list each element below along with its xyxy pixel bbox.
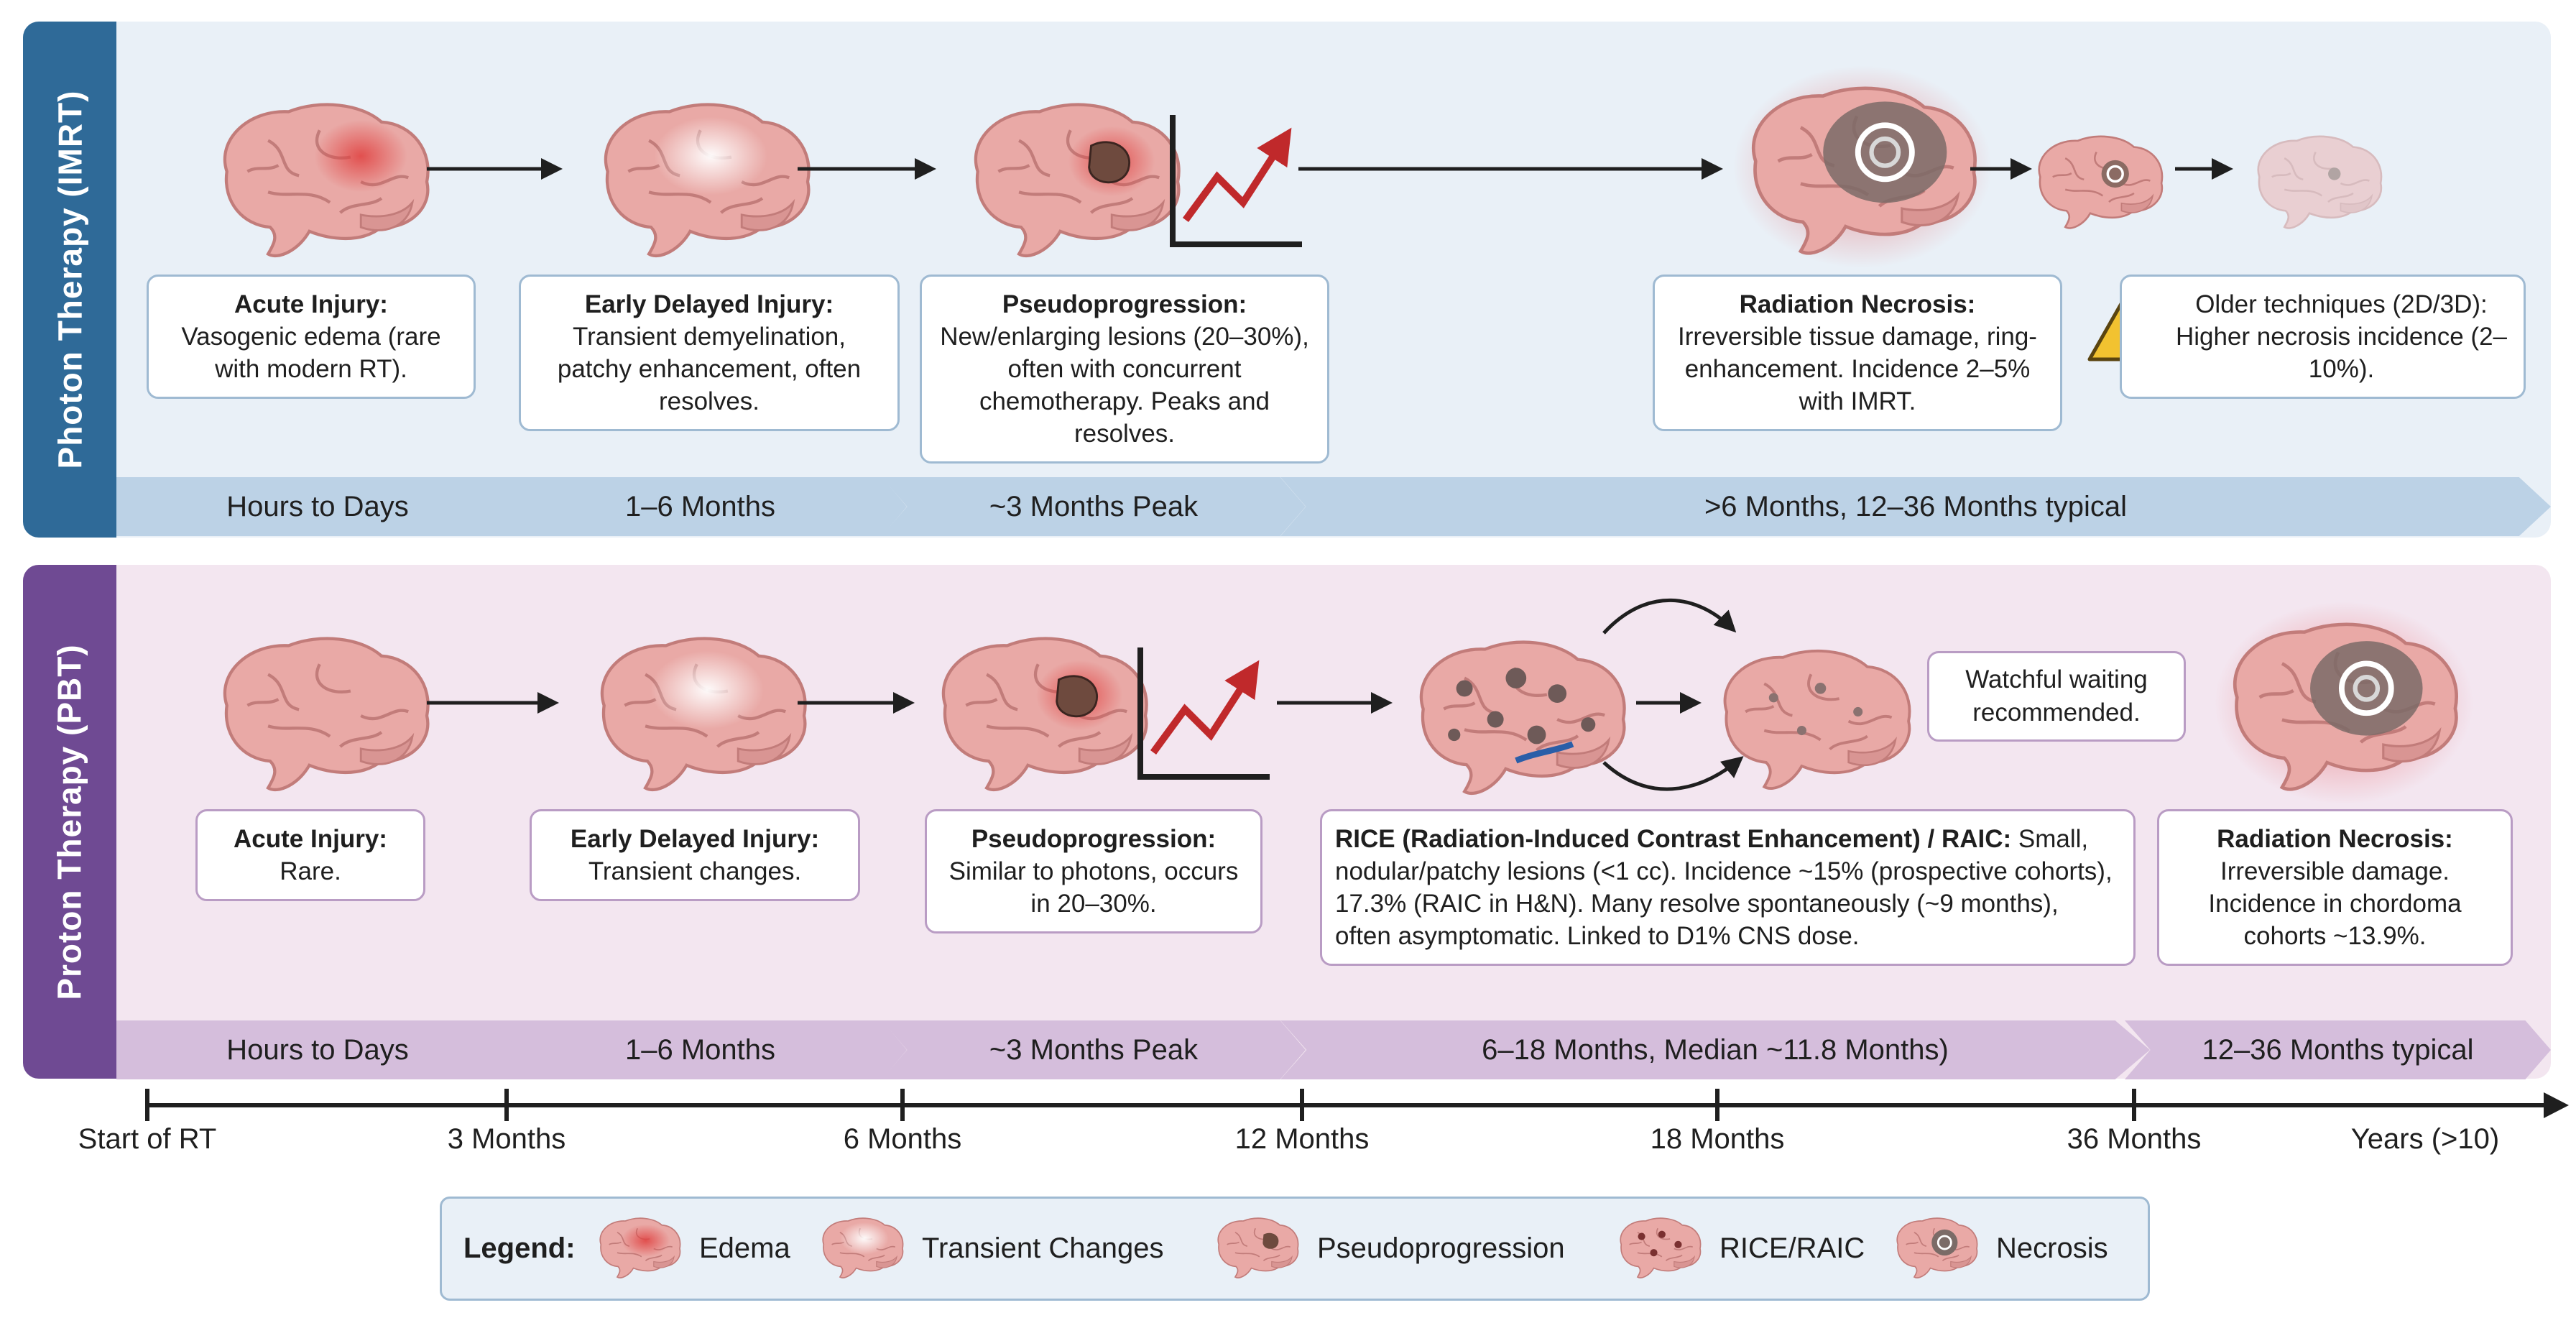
- photon-faded-brain: [2257, 135, 2383, 229]
- legend: Legend: Edema Transient Changes Pseudopr…: [440, 1197, 2150, 1301]
- proton-necrosis-brain: [2215, 601, 2473, 805]
- proton-arrow-down: [1602, 756, 1744, 791]
- legend-rice-label: RICE/RAIC: [1719, 1232, 1865, 1264]
- proton-transient-brain: [583, 619, 821, 813]
- photon-pseudo-title: Pseudoprogression:: [1002, 290, 1247, 318]
- legend-item-necrosis: Necrosis: [1890, 1199, 2108, 1299]
- proton-stage-5-label: 12–36 Months typical: [2202, 1033, 2474, 1066]
- legend-edema-icon: [599, 1217, 681, 1278]
- tick-label-36m: 36 Months: [2067, 1123, 2202, 1155]
- tick-label-12m: 12 Months: [1234, 1123, 1370, 1155]
- watchful-waiting-text: Watchful waiting recommended.: [1965, 665, 2148, 727]
- proton-early-title: Early Delayed Injury:: [570, 825, 820, 853]
- tick-label-start: Start of RT: [78, 1123, 217, 1155]
- proton-acute-title: Acute Injury:: [234, 825, 387, 853]
- photon-stage-2: 1–6 Months: [494, 477, 907, 536]
- proton-trend-icon: [1137, 647, 1270, 780]
- tick-label-18m: 18 Months: [1650, 1123, 1785, 1155]
- proton-stage-1-label: Hours to Days: [226, 1033, 409, 1066]
- legend-rice-icon: [1620, 1217, 1702, 1278]
- tick-label-6m: 6 Months: [843, 1123, 962, 1155]
- photon-early-text: Transient demyelination, patchy enhancem…: [557, 323, 862, 415]
- photon-stage-2-label: 1–6 Months: [624, 490, 776, 522]
- proton-stage-3: ~3 Months Peak: [882, 1020, 1306, 1079]
- proton-pseudo-text: Similar to photons, occurs in 20–30%.: [948, 857, 1239, 918]
- proton-stage-3-label: ~3 Months Peak: [989, 1033, 1199, 1066]
- photon-pseudo-brain: [957, 85, 1194, 279]
- photon-stage-4: >6 Months, 12–36 Months typical: [1280, 477, 2551, 536]
- timeline-arrowhead: [2544, 1092, 2569, 1118]
- legend-item-pseudo: Pseudoprogression: [1211, 1199, 1565, 1299]
- proton-stage-4-label: 6–18 Months, Median ~11.8 Months): [1482, 1033, 1949, 1066]
- proton-rice-brain: [1403, 622, 1640, 816]
- photon-stage-1: Hours to Days: [116, 477, 519, 536]
- legend-title: Legend:: [463, 1232, 576, 1264]
- photon-flow-arrows: [427, 158, 2233, 180]
- proton-pseudo-box: Pseudoprogression: Similar to photons, o…: [925, 809, 1262, 934]
- proton-pseudo-brain: [925, 619, 1162, 813]
- photon-stage-3: ~3 Months Peak: [882, 477, 1306, 536]
- proton-panel: Proton Therapy (PBT): [23, 565, 2551, 1079]
- photon-older-box: Older techniques (2D/3D): Higher necrosi…: [2120, 275, 2526, 399]
- photon-early-box: Early Delayed Injury: Transient demyelin…: [519, 275, 900, 431]
- proton-pseudo-title: Pseudoprogression:: [971, 825, 1217, 853]
- proton-arrow-up: [1602, 598, 1737, 635]
- proton-stage-2-label: 1–6 Months: [624, 1033, 776, 1066]
- legend-title-item: Legend:: [463, 1199, 576, 1299]
- photon-acute-title: Acute Injury:: [234, 290, 388, 318]
- proton-stage-5: 12–36 Months typical: [2125, 1020, 2551, 1079]
- photon-early-title: Early Delayed Injury:: [584, 290, 834, 318]
- proton-early-text: Transient changes.: [588, 857, 802, 885]
- watchful-waiting-bubble: Watchful waiting recommended.: [1927, 651, 2186, 742]
- legend-necrosis-label: Necrosis: [1996, 1232, 2108, 1264]
- legend-transient-label: Transient Changes: [922, 1232, 1164, 1264]
- legend-necrosis-icon: [1896, 1217, 1978, 1278]
- legend-item-edema: Edema: [593, 1199, 790, 1299]
- proton-rice-resolving-brain: [1723, 649, 1911, 790]
- photon-older-text: Older techniques (2D/3D): Higher necrosi…: [2175, 290, 2508, 383]
- photon-stage-4-label: >6 Months, 12–36 Months typical: [1704, 490, 2128, 522]
- proton-acute-text: Rare.: [280, 857, 341, 885]
- proton-early-box: Early Delayed Injury: Transient changes.: [530, 809, 860, 901]
- photon-necrosis-box: Radiation Necrosis: Irreversible tissue …: [1653, 275, 2062, 431]
- photon-transient-brain: [587, 85, 824, 279]
- photon-pseudo-box: Pseudoprogression: New/enlarging lesions…: [920, 275, 1329, 464]
- proton-necrosis-text: Irreversible damage. Incidence in chordo…: [2208, 857, 2462, 950]
- legend-pseudo-label: Pseudoprogression: [1317, 1232, 1565, 1264]
- legend-pseudo-icon: [1217, 1217, 1299, 1278]
- photon-side-label: Photon Therapy (IMRT): [23, 22, 116, 538]
- proton-stage-4: 6–18 Months, Median ~11.8 Months): [1280, 1020, 2150, 1079]
- photon-necrosis-title: Radiation Necrosis:: [1739, 290, 1976, 318]
- proton-acute-box: Acute Injury: Rare.: [195, 809, 425, 901]
- photon-acute-box: Acute Injury: Vasogenic edema (rare with…: [147, 275, 476, 399]
- legend-edema-label: Edema: [699, 1232, 790, 1264]
- tick-label-years: Years (>10): [2350, 1123, 2500, 1155]
- proton-flow-arrows: [427, 598, 1744, 791]
- proton-rice-title: RICE (Radiation-Induced Contrast Enhance…: [1335, 825, 2012, 853]
- proton-rice-box: RICE (Radiation-Induced Contrast Enhance…: [1320, 809, 2136, 966]
- proton-side-label: Proton Therapy (PBT): [23, 565, 116, 1079]
- photon-necrosis-small-brain: [2038, 135, 2164, 229]
- proton-rice-text: Small, nodular/patchy lesions (<1 cc). I…: [1335, 825, 2113, 950]
- photon-necrosis-brain: [1733, 65, 1992, 269]
- photon-trend-icon: [1170, 115, 1302, 247]
- tick-label-3m: 3 Months: [447, 1123, 566, 1155]
- legend-transient-icon: [822, 1217, 904, 1278]
- photon-stage-1-label: Hours to Days: [226, 490, 409, 522]
- proton-stage-2: 1–6 Months: [494, 1020, 907, 1079]
- legend-item-rice: RICE/RAIC: [1613, 1199, 1865, 1299]
- photon-pseudo-text: New/enlarging lesions (20–30%), often wi…: [940, 323, 1309, 448]
- photon-necrosis-text: Irreversible tissue damage, ring-enhance…: [1678, 323, 2037, 415]
- proton-necrosis-box: Radiation Necrosis: Irreversible damage.…: [2157, 809, 2513, 966]
- photon-stage-3-label: ~3 Months Peak: [989, 490, 1199, 522]
- proton-necrosis-title: Radiation Necrosis:: [2217, 825, 2453, 853]
- photon-edema-brain: [206, 85, 443, 279]
- photon-acute-text: Vasogenic edema (rare with modern RT).: [181, 323, 441, 383]
- legend-item-transient: Transient Changes: [816, 1199, 1163, 1299]
- proton-stage-1: Hours to Days: [116, 1020, 519, 1079]
- photon-panel: Photon Therapy (IMRT): [23, 22, 2551, 538]
